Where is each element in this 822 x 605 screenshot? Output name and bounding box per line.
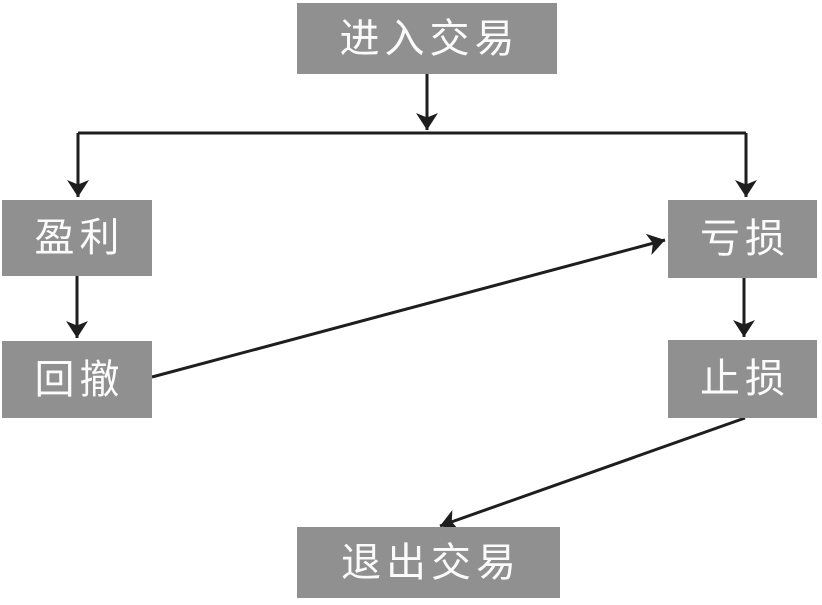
node-profit-label: 盈利 [34,215,125,261]
node-loss: 亏损 [668,200,817,278]
node-enter-trade-label: 进入交易 [339,15,520,62]
node-stop-loss: 止损 [668,340,817,418]
node-exit-trade: 退出交易 [297,527,560,598]
node-loss-label: 亏损 [700,216,790,262]
node-profit: 盈利 [2,200,152,276]
node-drawdown: 回撤 [2,341,152,418]
arrow-stoploss-to-exit [439,416,746,531]
node-stop-loss-label: 止损 [700,356,790,402]
arrow-drawdown-to-loss [151,233,666,379]
node-exit-trade-label: 退出交易 [341,539,521,586]
node-enter-trade: 进入交易 [297,3,557,74]
node-drawdown-label: 回撤 [34,356,125,403]
